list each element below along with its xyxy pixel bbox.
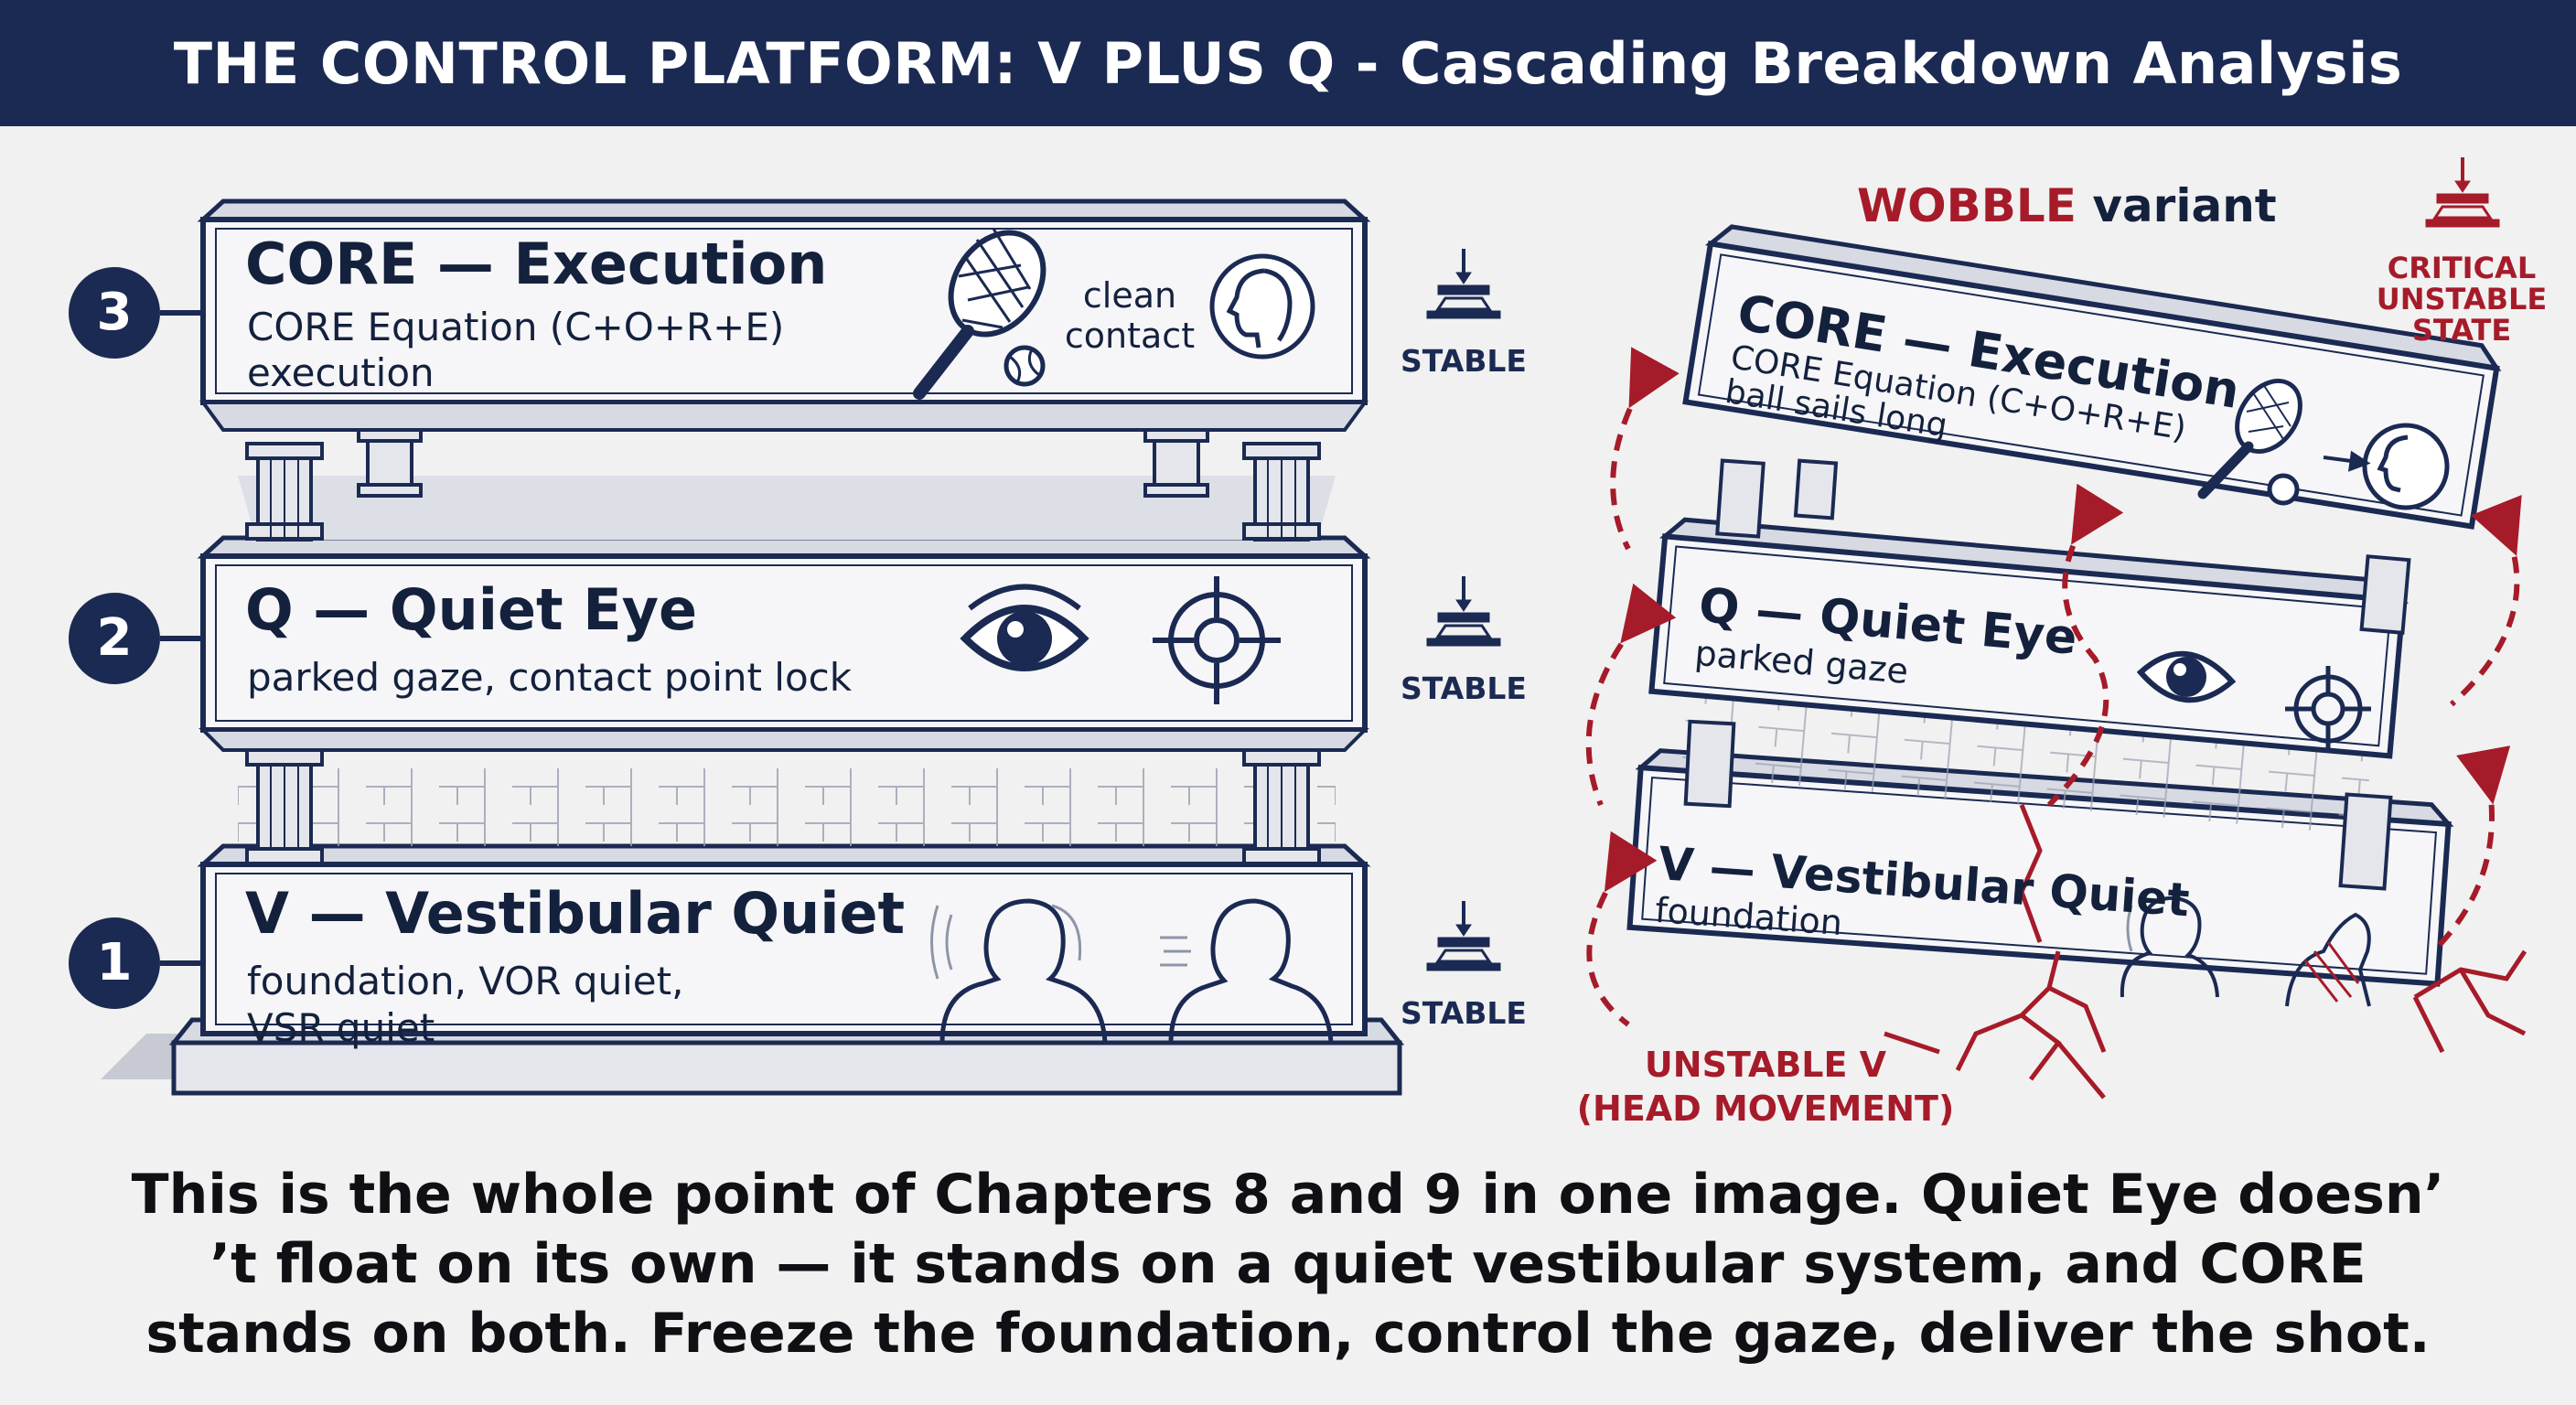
unstable-v-line1: UNSTABLE V: [1644, 1045, 1887, 1085]
level-3-number: 3: [96, 283, 133, 342]
instability-arrows: [1585, 347, 2522, 1027]
caption-line1: This is the whole point of Chapters 8 an…: [131, 1163, 2445, 1227]
page-title: THE CONTROL PLATFORM: V PLUS Q - Cascadi…: [173, 29, 2403, 97]
tennis-ball-icon: [1004, 345, 1046, 387]
wobble-columns-2-3: [1715, 458, 2411, 636]
level-2-title: Q — Quiet Eye: [245, 576, 698, 643]
level-3-desc-line2: execution: [247, 350, 435, 395]
wobble-head-motion-icon: [2120, 896, 2219, 998]
stable-icon-level-2: [1426, 576, 1501, 647]
level-2-badge: [69, 593, 160, 684]
status-stable-level-3: STABLE: [1401, 343, 1527, 379]
wobble-blueprint: [1671, 692, 2372, 835]
wobble-slab-level-2: [1648, 517, 2409, 759]
critical-line1: CRITICAL: [2387, 251, 2537, 285]
level-1-title: V — Vestibular Quiet: [245, 880, 906, 947]
critical-state-label: CRITICAL UNSTABLE STATE: [2366, 252, 2558, 346]
clean-contact-label-line2: contact: [1064, 316, 1196, 356]
unstable-v-line2: (HEAD MOVEMENT): [1576, 1089, 1955, 1129]
level-3-title: CORE — Execution: [245, 231, 828, 297]
critical-line3: STATE: [2411, 313, 2512, 348]
wobble-slab-level-3: [1682, 224, 2502, 530]
eye-icon: [960, 584, 1089, 671]
level-1-badge: [69, 917, 160, 1009]
ground-cracks: [1884, 804, 2528, 1099]
status-stable-level-1: STABLE: [1401, 995, 1527, 1031]
wobble-title-word1: WOBBLE: [1857, 179, 2077, 232]
wobble-columns-1-2: [1683, 719, 2393, 891]
caption: This is the whole point of Chapters 8 an…: [37, 1160, 2539, 1368]
caption-line3: stands on both. Freeze the foundation, c…: [145, 1302, 2431, 1366]
stable-icon-level-1: [1426, 901, 1501, 971]
slab-level-1: [197, 843, 1371, 1036]
slab-level-3: [197, 198, 1371, 432]
level-3-desc-line1: CORE Equation (C+O+R+E): [247, 305, 785, 349]
header-banner: THE CONTROL PLATFORM: V PLUS Q - Cascadi…: [0, 0, 2576, 126]
columns-level-1-2: [245, 748, 1321, 865]
status-stable-level-2: STABLE: [1401, 670, 1527, 706]
level-1-number: 1: [96, 933, 133, 992]
wobble-stack: [1585, 157, 2528, 1099]
level-3-badge: [69, 267, 160, 359]
stable-stack: [69, 198, 1501, 1096]
critical-line2: UNSTABLE: [2376, 282, 2548, 316]
shelf-shadow: [238, 476, 1336, 540]
head-profile-icon: [1209, 253, 1315, 359]
columns-level-2-3: [245, 428, 1321, 542]
wobble-title: WOBBLE variant: [1857, 179, 2277, 232]
wobble-title-word2: variant: [2092, 179, 2277, 232]
crosshair-icon: [1153, 576, 1281, 704]
unstable-v-label: UNSTABLE V (HEAD MOVEMENT): [1573, 1043, 1958, 1131]
wobble-crosshair-icon: [2285, 666, 2371, 752]
tennis-racket-icon: [913, 228, 1046, 400]
neck-tension-icon: [2285, 912, 2371, 1007]
stable-icon-level-3: [1426, 249, 1501, 319]
level-2-desc-line1: parked gaze, contact point lock: [247, 655, 853, 700]
slab-level-2: [197, 535, 1371, 752]
diagram-canvas: [69, 157, 2528, 1099]
caption-line2: ’t float on its own — it stands on a qui…: [209, 1232, 2367, 1296]
critical-weight-icon: [2425, 157, 2500, 228]
head-motion-icon: [930, 898, 1108, 1044]
wobble-racket-icon: [2197, 379, 2302, 506]
clean-contact-label-line1: clean: [1082, 275, 1177, 316]
level-1-desc-line1: foundation, VOR quiet,: [247, 959, 684, 1003]
head-still-icon: [1160, 898, 1334, 1044]
level-1-desc-line2: VSR quiet: [247, 1005, 435, 1050]
wobble-eye-icon: [2136, 650, 2237, 703]
wobble-head-icon: [2323, 423, 2450, 510]
blueprint-floor: [238, 768, 1336, 846]
level-2-number: 2: [96, 608, 133, 668]
